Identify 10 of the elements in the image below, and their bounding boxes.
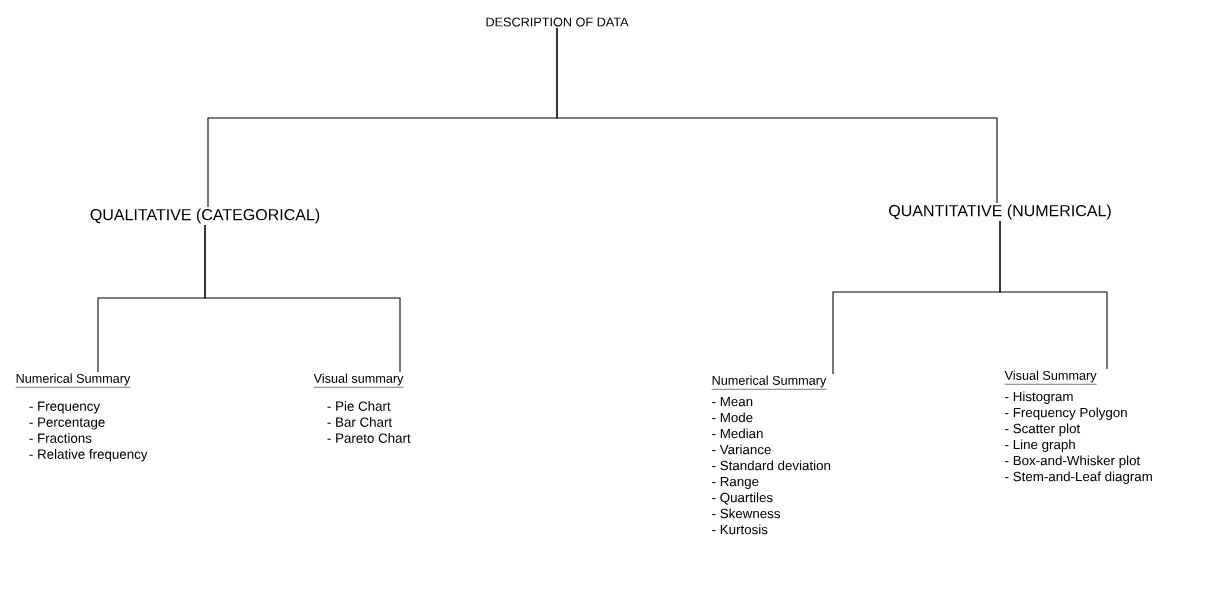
title-text: DESCRIPTION OF DATA bbox=[486, 17, 629, 27]
tree-connector bbox=[204, 224, 401, 373]
summary-list: Visual Summary - Histogram - Frequency Polygon - Scatter plot - Line graph - Box-and-Whisker plot - Stem-and-Leaf diagram bbox=[1004, 370, 1152, 484]
tree-connector bbox=[556, 27, 998, 204]
summary-list: Numerical Summary - Frequency - Percentage - Fractions - Relative frequency bbox=[15, 373, 148, 462]
category-heading: QUALITATIVE (CATEGORICAL) bbox=[90, 208, 320, 224]
summary-list: Numerical Summary - Mean - Mode - Median - Variance - Standard deviation - Range - Quartiles - Skewness - Kurtosis bbox=[711, 375, 831, 535]
tree-connector bbox=[999, 220, 1108, 370]
category-heading: QUANTITATIVE (NUMERICAL) bbox=[889, 204, 1111, 220]
summary-list: Visual summary - Pie Chart - Bar Chart - Pareto Chart bbox=[313, 373, 411, 443]
